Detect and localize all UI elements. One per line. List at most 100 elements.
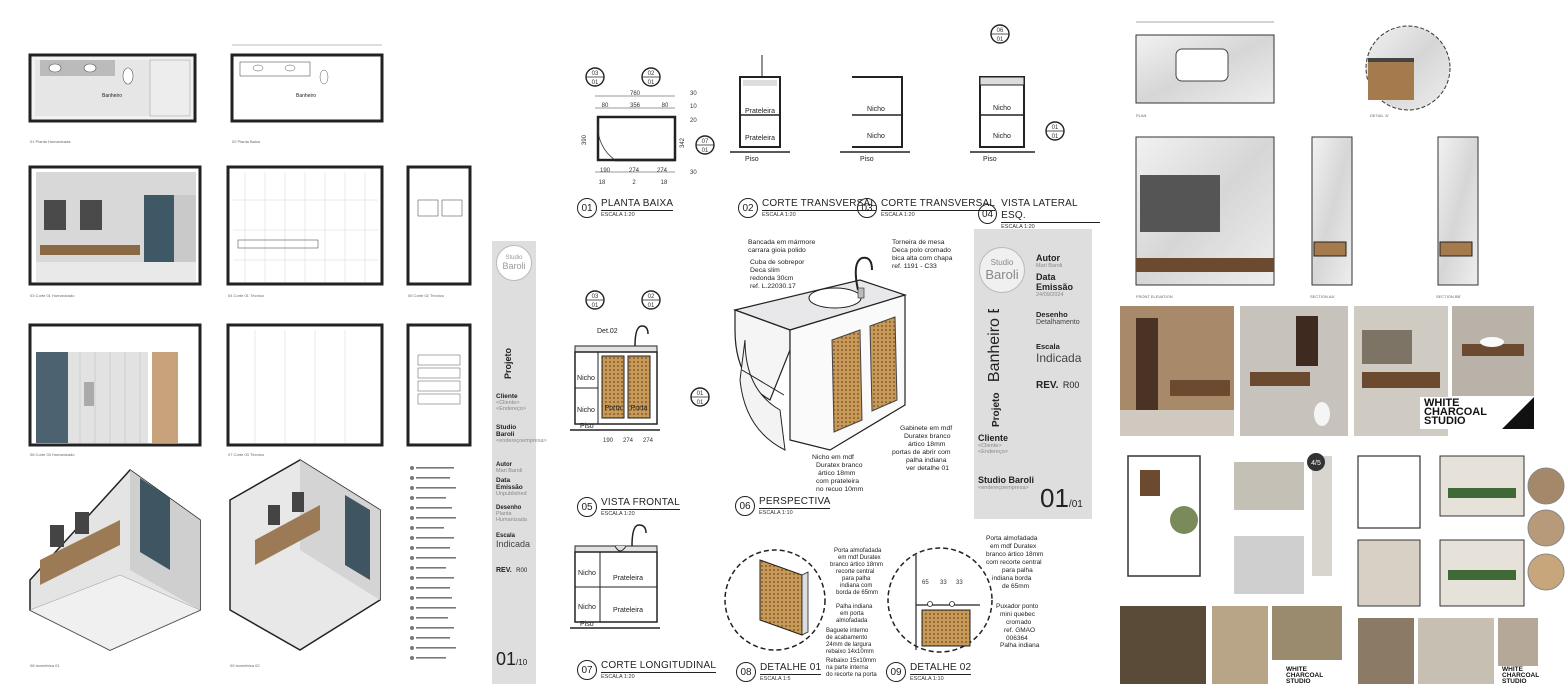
autor-label-2: Autor: [1036, 253, 1060, 263]
sheet-3-drawing-canvas: PLAN DETAIL 'A' FRONT ELEVATION SECTION …: [1120, 21, 1565, 684]
studio-name-2: Studio Baroli: [978, 475, 1034, 485]
view-num-02: 02: [738, 198, 758, 218]
note-torneira-1: Torneira de mesa: [892, 239, 945, 246]
plan-tick-3: 20: [690, 118, 697, 124]
note-gabinete-4: portas de abrir com: [892, 449, 951, 456]
d2-dim-2: 33: [940, 580, 947, 586]
note-nicho-5: no recuo 10mm: [816, 486, 864, 493]
v04-nicho-bottom: Nicho: [993, 133, 1011, 140]
plan-01-humanizada: Banheiro: [28, 53, 197, 123]
projeto-label: Projeto: [503, 347, 513, 379]
view-scale-08: ESCALA 1:5: [760, 676, 791, 682]
data-value-2: 24/09/2024: [1036, 292, 1064, 298]
cliente-value: <Cliente>: [496, 400, 520, 406]
v05-dim-2: 274: [623, 438, 634, 444]
note-gabinete-2: Duratex branco: [904, 433, 951, 440]
plan-tick-4: 30: [690, 170, 697, 176]
marker-07-sub: 01: [702, 148, 709, 154]
v05-nicho-bottom: Nicho: [577, 407, 595, 414]
d2-note-2-3: cromado: [1006, 619, 1032, 626]
d2-note-1-7: de 65mm: [1002, 583, 1029, 590]
wcs-logo-small-1: WHITE CHARCOAL STUDIO: [1284, 666, 1342, 688]
v02-prateleira-bottom: Prateleira: [745, 135, 775, 142]
section-aa: [1311, 136, 1353, 286]
rev-label: REV.: [496, 567, 512, 574]
sheet-total: /10: [516, 658, 528, 667]
data-label: Data Emissão: [496, 477, 523, 491]
sheet-1-drawing-canvas: Banheiro 01 Planta Humanizada Banheiro 0…: [28, 44, 498, 668]
d1-note-1-6: indiana com: [840, 583, 872, 589]
d1-note-4-3: do recorte na porta: [826, 672, 877, 678]
interior-board-2: [1357, 455, 1565, 684]
plan-dim-top-2: 80: [602, 103, 609, 109]
sheet-num: 01: [496, 649, 517, 669]
d2-note-1-3: branco ártico 18mm: [986, 551, 1043, 558]
plan-01-room-label: Banheiro: [102, 93, 122, 99]
section-06-humanizado: [28, 323, 202, 447]
endereco-value: <Endereço>: [496, 406, 526, 412]
detail-01-notes: Porta almofadada em mdf Duratex branco á…: [826, 548, 883, 678]
view-num-09: 09: [886, 662, 906, 682]
svg-text:01: 01: [648, 80, 655, 86]
d1-note-1-1: Porta almofadada: [834, 548, 882, 554]
badge: 4/5: [1307, 453, 1325, 471]
note-cuba-3: redonda 30cm: [750, 275, 794, 282]
front-elevation: [1135, 136, 1275, 286]
note-bancada-2: carrara gioia polido: [748, 247, 806, 254]
legend-list: [408, 463, 498, 663]
svg-text:01: 01: [592, 303, 599, 309]
v03-piso: Piso: [860, 156, 874, 163]
wcs-small1-line3: STUDIO: [1286, 678, 1311, 685]
v07-nicho-bottom: Nicho: [578, 604, 596, 611]
note-bancada-1: Bancada em mármore: [748, 239, 815, 246]
view-label-06: 06 Corte 03 Humanizado: [30, 452, 75, 457]
wcs-logo-line1: WHITE: [1424, 397, 1460, 409]
s3-label-detail: DETAIL 'A': [1370, 113, 1389, 118]
plan-dim-bottom-1: 190: [600, 168, 611, 174]
d1-note-1-4: recorte central: [836, 569, 874, 575]
studio-addr: <endereçoempresa>: [496, 438, 547, 444]
plan-dim-top-4: 80: [662, 103, 669, 109]
sheet-number-2: 01/01: [1040, 483, 1083, 514]
d1-note-2-2: em porta: [840, 611, 864, 617]
d2-note-2-1: Puxador ponto: [996, 603, 1039, 610]
v05-piso: Piso: [580, 423, 594, 430]
svg-text:01: 01: [1052, 125, 1059, 131]
sheet-1-bathroom-drawings: Banheiro 01 Planta Humanizada Banheiro 0…: [0, 0, 540, 690]
sheet-num-2: 01: [1040, 483, 1069, 513]
d1-note-2-3: almofadada: [836, 618, 868, 624]
sheet-1-title-block: Studio Baroli Projeto 32 Cliente <Client…: [492, 241, 547, 684]
sheet-number: 01/10: [496, 649, 527, 670]
v04-nicho-top: Nicho: [993, 105, 1011, 112]
d1-note-2-1: Palha indiana: [836, 604, 873, 610]
s3-label-plan: PLAN: [1136, 113, 1147, 118]
view-02-section: Prateleira Prateleira Piso: [730, 55, 790, 163]
escala-value-2: Indicada: [1036, 351, 1082, 365]
desenho-label-2: Desenho: [1036, 310, 1068, 319]
view-07-longitudinal: Nicho Nicho Prateleira Prateleira Piso: [570, 524, 660, 629]
plan-02-baixa: Banheiro: [230, 44, 384, 123]
view-06-perspective: [732, 256, 907, 451]
note-gabinete-3: ártico 18mm: [908, 441, 946, 448]
svg-text:01: 01: [592, 80, 599, 86]
d2-note-1-4: com recorte central: [986, 559, 1042, 566]
detail-02-notes: Porta almofadada em mdf Duratex branco á…: [986, 535, 1043, 649]
view-scale-02: ESCALA 1:20: [762, 212, 796, 218]
d1-note-4-1: Rebaixo 15x10mm: [826, 658, 876, 664]
sheet-total-2: /01: [1068, 499, 1083, 510]
section-03-humanizado: [28, 165, 202, 286]
d1-note-3-1: Baguete interno: [826, 628, 869, 634]
cliente-value-2: <Cliente>: [978, 443, 1002, 449]
view-name-02: CORTE TRANSVERSAL: [762, 198, 877, 211]
plan-dim-bottom2-2: 2: [632, 180, 636, 186]
projeto-block: Projeto 32: [496, 341, 532, 381]
d2-note-1-2: em mdf Duratex: [990, 543, 1037, 550]
d1-note-1-7: borda de 65mm: [836, 590, 878, 596]
